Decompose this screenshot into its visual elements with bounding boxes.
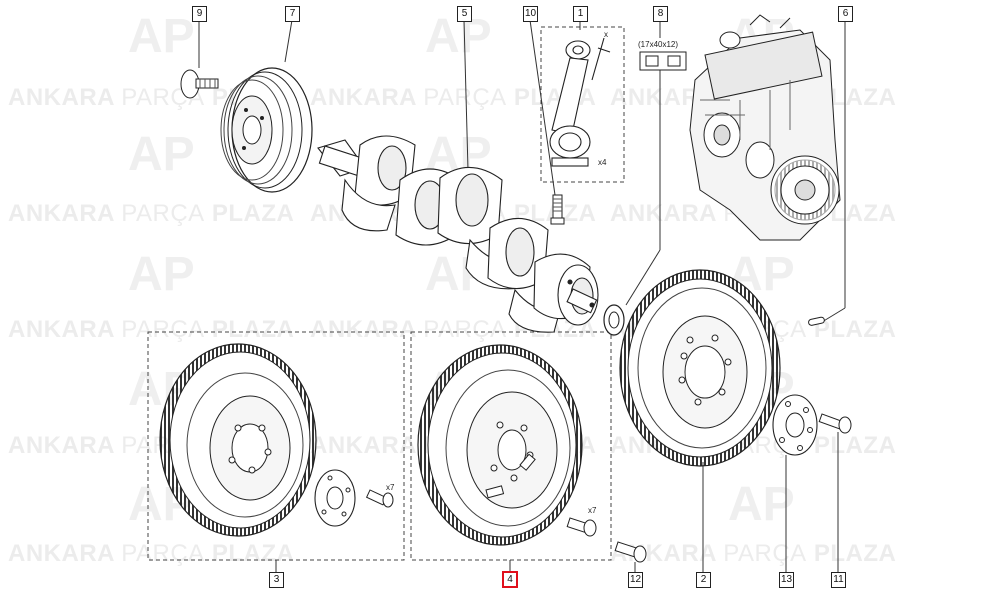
crankshaft <box>317 135 599 333</box>
svg-text:AP: AP <box>128 128 195 181</box>
rod-qty-note: x4 <box>598 158 607 167</box>
callout-7[interactable]: 7 <box>285 6 300 22</box>
crank-pulley-bolt <box>180 69 219 99</box>
flywheel-bolt <box>818 413 852 434</box>
bolt-qty-note-a: x7 <box>386 483 395 492</box>
connecting-rod <box>549 37 611 167</box>
callout-4-selected[interactable]: 4 <box>502 571 518 588</box>
callout-3[interactable]: 3 <box>269 572 284 588</box>
svg-text:AP: AP <box>128 10 195 63</box>
watermark: ANKARA PARÇA PLAZA <box>8 200 295 227</box>
flywheel-reinforcement-plate <box>772 394 818 456</box>
callout-6[interactable]: 6 <box>838 6 853 22</box>
flywheel-single-mass <box>619 269 781 467</box>
watermark: ANKARA PARÇA PLAZA <box>310 84 597 111</box>
callout-2[interactable]: 2 <box>696 572 711 588</box>
pilot-bearing <box>603 51 687 336</box>
svg-text:AP: AP <box>728 478 795 531</box>
flywheel-dual-mass-b <box>417 344 583 546</box>
callout-13[interactable]: 13 <box>779 572 794 588</box>
bearing-size-note: (17x40x12) <box>638 40 679 49</box>
watermark: ANKARA PARÇA PLAZA <box>8 316 295 343</box>
leader-lines <box>198 19 846 572</box>
callout-9[interactable]: 9 <box>192 6 207 22</box>
svg-text:AP: AP <box>128 248 195 301</box>
watermark: ANKARA PARÇA PLAZA <box>8 540 295 567</box>
engine-illustration <box>689 14 841 241</box>
flywheel-bolt-a <box>365 489 394 508</box>
callout-12[interactable]: 12 <box>628 572 643 588</box>
flywheel-plate-a <box>314 469 356 527</box>
group-box-4 <box>410 331 612 561</box>
crankshaft-pulley <box>220 67 313 193</box>
callout-8[interactable]: 8 <box>653 6 668 22</box>
dowel-pin <box>808 316 825 326</box>
callout-11[interactable]: 11 <box>831 572 846 588</box>
watermark: ANKARA PARÇA PLAZA <box>610 540 897 567</box>
axis-note: x <box>604 30 608 39</box>
bolt-qty-note-b: x7 <box>588 506 597 515</box>
connecting-rod-bolt <box>550 194 565 225</box>
callout-10[interactable]: 10 <box>523 6 538 22</box>
callout-5[interactable]: 5 <box>457 6 472 22</box>
flywheel-bolt-b <box>566 517 597 537</box>
flywheel-bolt-12 <box>614 541 647 563</box>
flywheel-dual-mass-a <box>159 343 317 537</box>
callout-1[interactable]: 1 <box>573 6 588 22</box>
